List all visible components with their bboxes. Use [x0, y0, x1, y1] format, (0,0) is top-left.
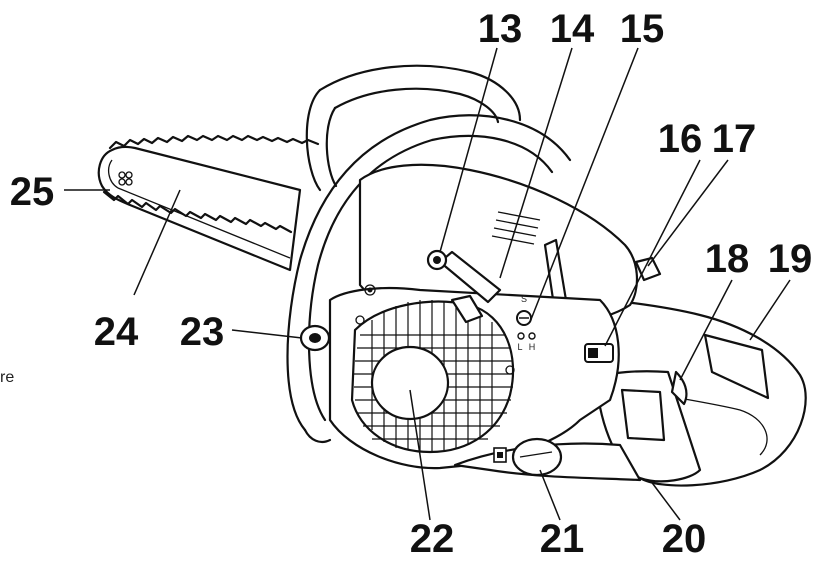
throttle-trigger	[670, 370, 688, 406]
chain-tensioner	[299, 324, 331, 352]
top-handle	[305, 64, 522, 192]
callout-22: 22	[410, 517, 455, 561]
callout-25: 25	[10, 170, 55, 214]
starter-handle	[438, 250, 502, 324]
decompression-valve	[426, 249, 448, 271]
callout-13: 13	[478, 7, 523, 51]
switch-s-label: S	[521, 294, 527, 304]
screws	[355, 284, 515, 375]
starter-housing	[350, 300, 515, 454]
carb-h-label: H	[529, 342, 536, 352]
callout-20: 20	[662, 517, 707, 561]
callout-17: 17	[712, 117, 757, 161]
callout-18: 18	[705, 237, 750, 281]
edge-text: re	[0, 369, 14, 386]
callout-19: 19	[768, 237, 813, 281]
carb-l-label: L	[517, 342, 522, 352]
callout-24: 24	[94, 310, 139, 354]
starter-hub	[370, 345, 450, 421]
choke-control	[584, 343, 614, 363]
callout-21: 21	[540, 517, 585, 561]
callout-23: 23	[180, 310, 225, 354]
tank-caps	[453, 437, 642, 482]
leader-lines	[64, 47, 791, 521]
callout-16: 16	[658, 117, 703, 161]
throttle-lockout	[703, 333, 770, 400]
front-handle	[286, 114, 572, 444]
bar-tip-holes	[118, 171, 133, 186]
callout-14: 14	[550, 7, 595, 51]
callout-15: 15	[620, 7, 665, 51]
callout-labels: 13 14 15 16 17 18 19 20 21 22 23 24 25	[10, 7, 813, 561]
guide-bar	[97, 134, 320, 272]
stop-switch: S L H	[516, 294, 536, 352]
